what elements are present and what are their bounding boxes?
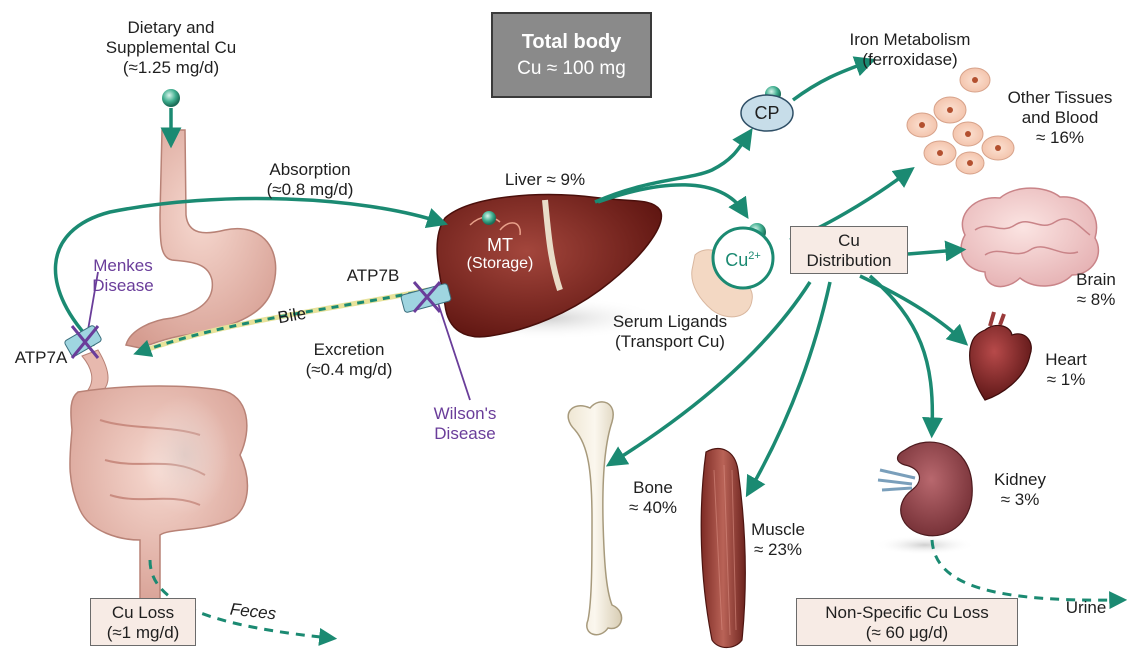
intake-line3: (≈1.25 mg/d) <box>78 58 264 78</box>
wilson-line2: Disease <box>415 424 515 444</box>
cu-loss-box: Cu Loss (≈1 mg/d) <box>90 598 196 646</box>
other-tissues-line1: Other Tissues <box>990 88 1130 108</box>
iron-line1: Iron Metabolism <box>835 30 985 50</box>
brain-line1: Brain <box>1066 270 1126 290</box>
absorption-label: Absorption (≈0.8 mg/d) <box>240 160 380 200</box>
menkes-disease-label: Menkes Disease <box>78 256 168 296</box>
heart-illustration <box>970 312 1032 400</box>
distribution-line2: Distribution <box>791 251 907 271</box>
heart-line2: ≈ 1% <box>1036 370 1096 390</box>
cu-loss-line1: Cu Loss <box>91 603 195 623</box>
nonspecific-cu-loss-box: Non-Specific Cu Loss (≈ 60 μg/d) <box>796 598 1018 646</box>
total-body-value: Cu ≈ 100 mg <box>493 58 650 80</box>
distribution-line1: Cu <box>791 231 907 251</box>
urine-label: Urine <box>1056 598 1116 618</box>
digestive-tract-illustration <box>70 130 276 600</box>
atp7b-label: ATP7B <box>338 266 408 286</box>
intake-line1: Dietary and <box>78 18 264 38</box>
total-body-title: Total body <box>493 31 650 54</box>
copper-ball-intake-icon <box>162 89 180 107</box>
serum-ligands-label: Serum Ligands (Transport Cu) <box>590 312 750 352</box>
excretion-label: Excretion (≈0.4 mg/d) <box>284 340 414 380</box>
other-tissues-label: Other Tissues and Blood ≈ 16% <box>990 88 1130 148</box>
bone-line1: Bone <box>618 478 688 498</box>
iron-line2: (ferroxidase) <box>835 50 985 70</box>
heart-label: Heart ≈ 1% <box>1036 350 1096 390</box>
excretion-line1: Excretion <box>284 340 414 360</box>
cu-loss-line2: (≈1 mg/d) <box>91 623 195 643</box>
serum-line2: (Transport Cu) <box>590 332 750 352</box>
liver-label: Liver ≈ 9% <box>490 170 600 190</box>
intake-label: Dietary and Supplemental Cu (≈1.25 mg/d) <box>78 18 264 78</box>
total-body-box: Total body Cu ≈ 100 mg <box>491 12 652 98</box>
cp-label: CP <box>747 103 787 123</box>
menkes-line2: Disease <box>78 276 168 296</box>
other-tissues-line2: and Blood <box>990 108 1130 128</box>
brain-label: Brain ≈ 8% <box>1066 270 1126 310</box>
menkes-line1: Menkes <box>78 256 168 276</box>
iron-metabolism-label: Iron Metabolism (ferroxidase) <box>835 30 985 70</box>
cu-distribution-box: Cu Distribution <box>790 226 908 274</box>
nonspecific-line2: (≈ 60 μg/d) <box>797 623 1017 643</box>
storage-label: (Storage) <box>455 254 545 274</box>
muscle-line2: ≈ 23% <box>738 540 818 560</box>
cu2-charge: 2+ <box>748 250 761 262</box>
bone-illustration <box>568 402 621 635</box>
copper-ball-liver-icon <box>482 211 496 225</box>
kidney-line1: Kidney <box>985 470 1055 490</box>
brain-line2: ≈ 8% <box>1066 290 1126 310</box>
wilson-line1: Wilson's <box>415 404 515 424</box>
kidney-illustration <box>875 442 975 555</box>
kidney-line2: ≈ 3% <box>985 490 1055 510</box>
heart-line1: Heart <box>1036 350 1096 370</box>
muscle-line1: Muscle <box>738 520 818 540</box>
muscle-label: Muscle ≈ 23% <box>738 520 818 560</box>
kidney-label: Kidney ≈ 3% <box>985 470 1055 510</box>
serum-line1: Serum Ligands <box>590 312 750 332</box>
bone-label: Bone ≈ 40% <box>618 478 688 518</box>
atp7a-label: ATP7A <box>6 348 76 368</box>
wilson-disease-label: Wilson's Disease <box>415 404 515 444</box>
mt-label: MT <box>460 235 540 255</box>
cu2-symbol: Cu <box>725 250 748 270</box>
intake-line2: Supplemental Cu <box>78 38 264 58</box>
excretion-line2: (≈0.4 mg/d) <box>284 360 414 380</box>
other-tissues-line3: ≈ 16% <box>990 128 1130 148</box>
bone-line2: ≈ 40% <box>618 498 688 518</box>
cu2-label: Cu2+ <box>718 246 768 270</box>
nonspecific-line1: Non-Specific Cu Loss <box>797 603 1017 623</box>
absorption-line1: Absorption <box>240 160 380 180</box>
absorption-line2: (≈0.8 mg/d) <box>240 180 380 200</box>
